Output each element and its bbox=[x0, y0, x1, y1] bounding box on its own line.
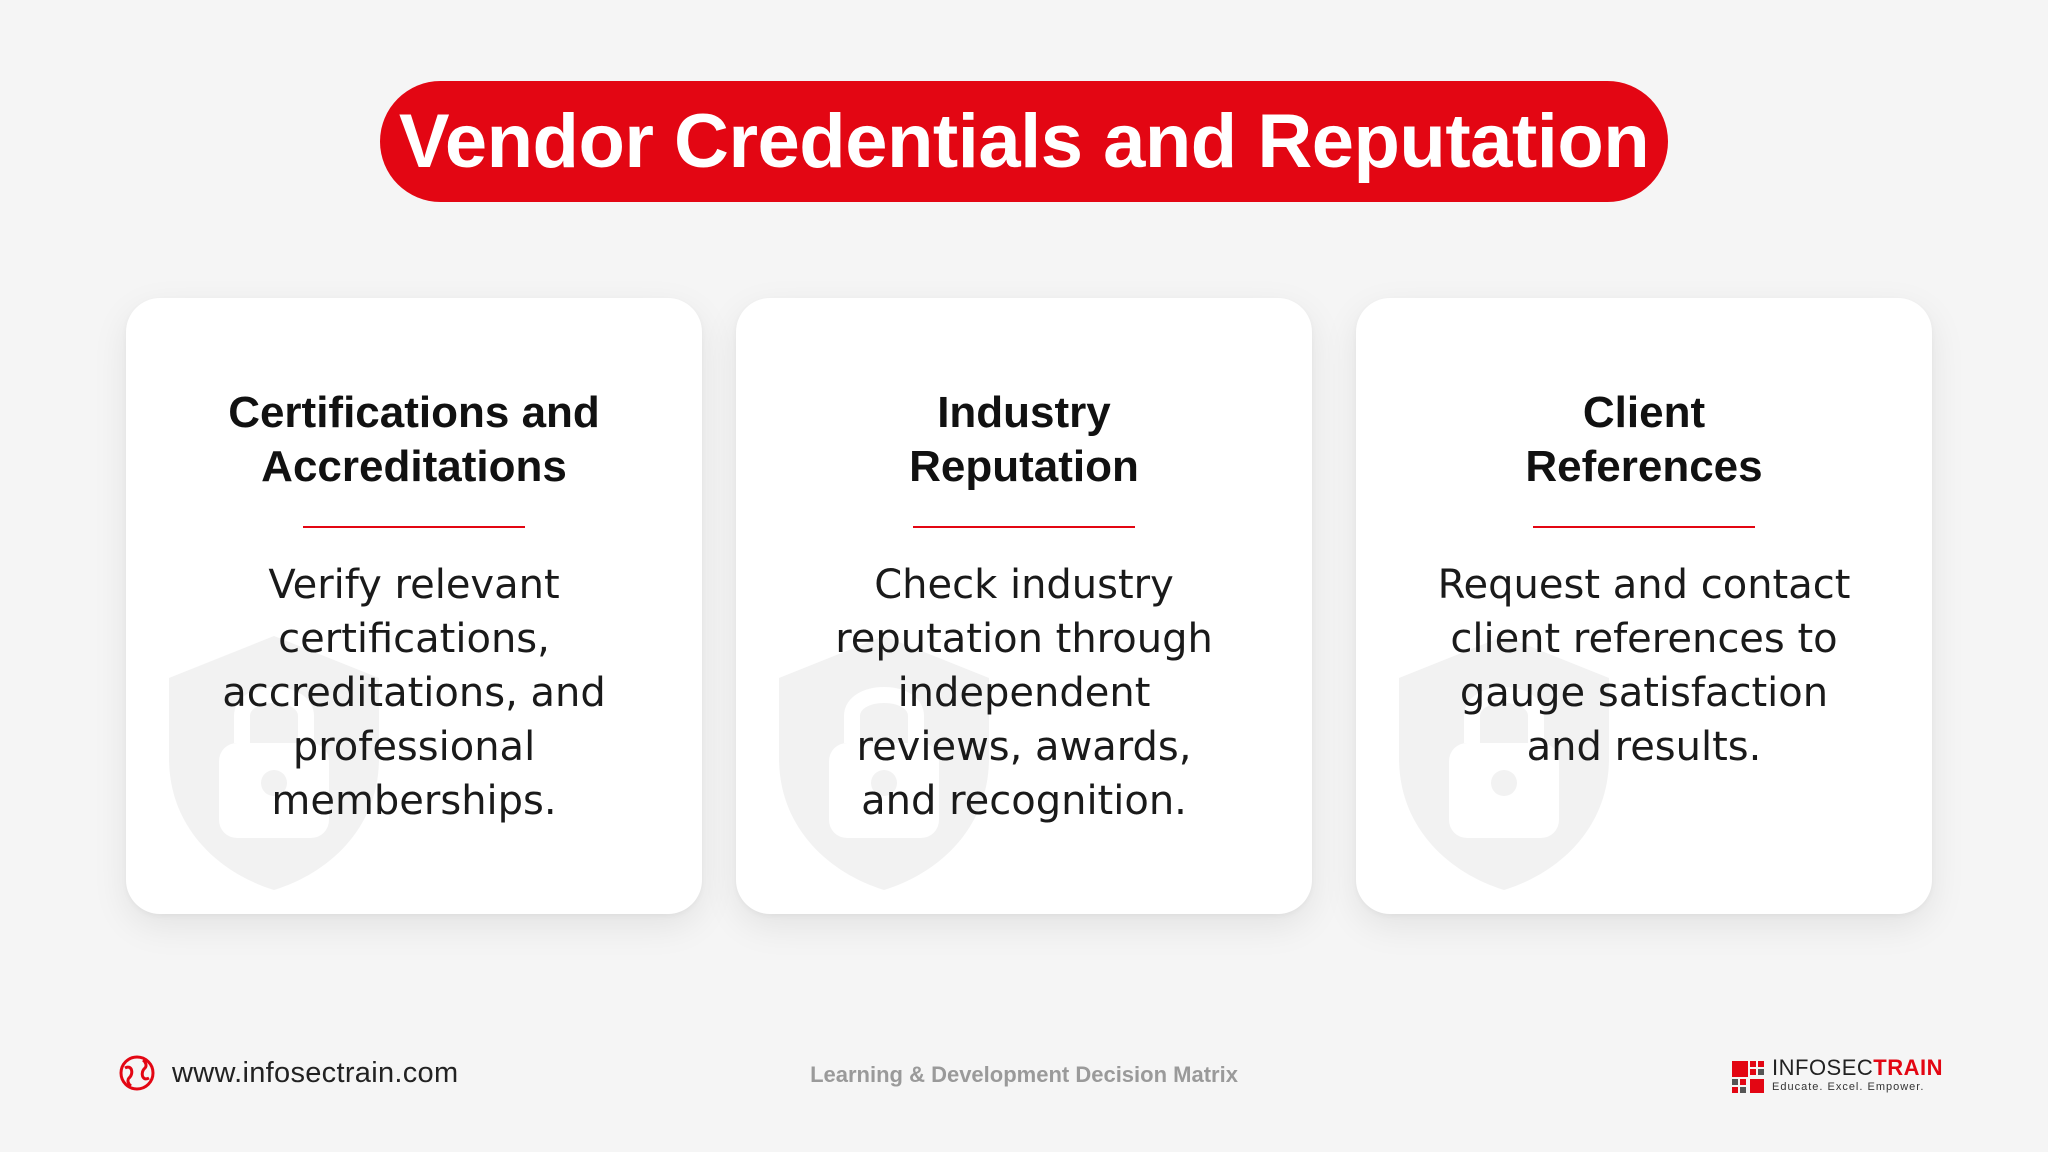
brand-name: INFOSECTRAIN bbox=[1772, 1055, 1944, 1080]
brand-tagline: Educate. Excel. Empower. bbox=[1772, 1081, 1925, 1093]
globe-icon bbox=[119, 1055, 155, 1091]
shield-lock-icon bbox=[1399, 636, 1609, 890]
card-industry-reputation: Industry Reputation Check industry reput… bbox=[736, 298, 1312, 914]
card-certifications: Certifications and Accreditations Verify… bbox=[126, 298, 702, 914]
card-heading: Client References bbox=[1525, 388, 1763, 491]
shield-lock-icon bbox=[779, 636, 989, 890]
card-divider bbox=[303, 526, 525, 528]
card-heading: Industry Reputation bbox=[909, 388, 1139, 491]
shield-lock-icon bbox=[169, 636, 379, 890]
website-link[interactable]: www.infosectrain.com bbox=[118, 1054, 458, 1092]
website-url: www.infosectrain.com bbox=[172, 1056, 459, 1089]
card-body: Request and contact client references to… bbox=[1437, 562, 1851, 770]
infosectrain-logo: INFOSECTRAIN Educate. Excel. Empower. bbox=[1732, 1055, 1943, 1095]
card-heading: Certifications and Accreditations bbox=[228, 388, 600, 491]
card-divider bbox=[1533, 526, 1755, 528]
card-client-references: Client References Request and contact cl… bbox=[1356, 298, 1932, 914]
title-banner: Vendor Credentials and Reputation bbox=[380, 81, 1668, 202]
card-body: Verify relevant certifications, accredit… bbox=[222, 562, 606, 824]
card-body: Check industry reputation through indepe… bbox=[835, 562, 1213, 824]
footer-caption: Learning & Development Decision Matrix bbox=[810, 1062, 1238, 1087]
page-title: Vendor Credentials and Reputation bbox=[398, 99, 1650, 184]
card-divider bbox=[913, 526, 1135, 528]
logo-mark-icon bbox=[1732, 1061, 1764, 1093]
